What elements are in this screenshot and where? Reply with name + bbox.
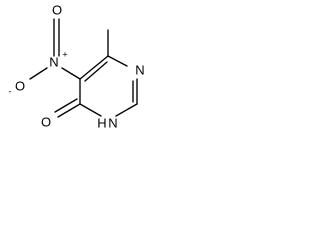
bond-nitro-n-o-left bbox=[29, 67, 48, 80]
atom-carbonyl-o: O bbox=[41, 114, 51, 129]
atom-nitro-n: N bbox=[49, 54, 58, 69]
bond-n3-c4 bbox=[79, 103, 102, 117]
atom-ring-nh-hydrogen: H bbox=[97, 115, 106, 130]
bond-c5-nitro-n bbox=[61, 67, 81, 80]
bond-c4-carbonyl-o bbox=[57, 103, 81, 118]
atom-ring-n-right: N bbox=[135, 62, 144, 77]
bond-c5-c6-double bbox=[84, 61, 108, 82]
bond-c2-n3 bbox=[115, 103, 138, 117]
atom-nitro-o-top: O bbox=[52, 2, 62, 17]
chemical-structure-diagram: O N + O - N N H O bbox=[9, 2, 145, 130]
atom-nitro-o-left: O bbox=[15, 78, 25, 93]
bond-c6-n1 bbox=[107, 55, 128, 67]
bond-c4-carbonyl-o-double bbox=[54, 98, 78, 113]
atom-ring-nh: N bbox=[108, 115, 117, 130]
bond-c5-c6 bbox=[79, 55, 109, 80]
nitro-o-left-charge: - bbox=[9, 86, 12, 96]
nitro-n-charge: + bbox=[62, 49, 67, 59]
